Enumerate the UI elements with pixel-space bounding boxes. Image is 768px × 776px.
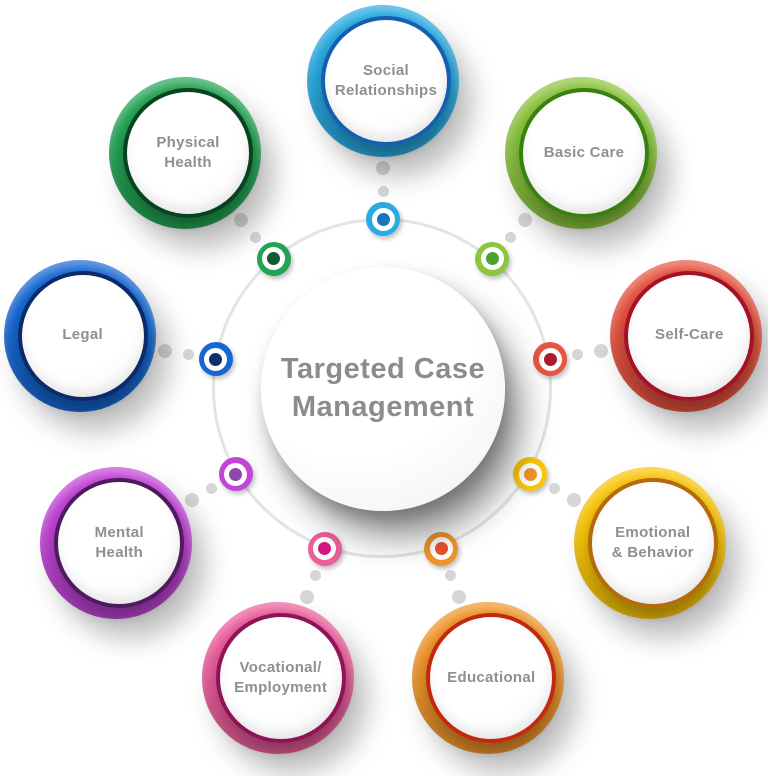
satellite-label-emotional-behavior: Emotional & Behavior <box>611 523 694 561</box>
satellite-label-social-relationships: Social Relationships <box>334 61 438 99</box>
satellite-label-vocational-employment: Vocational/ Employment <box>234 659 328 697</box>
node-dot-mental-health <box>229 467 243 481</box>
satellite-inner-mental-health: Mental Health <box>54 478 185 608</box>
node-ring-educational <box>429 537 453 561</box>
node-ring-basic-care <box>480 247 504 271</box>
node-ring-emotional-behavior <box>518 462 542 486</box>
node-legal <box>198 342 233 377</box>
satellite-inner-educational: Educational <box>426 613 557 744</box>
connector-dot <box>572 349 584 361</box>
satellite-inner-self-care: Self-Care <box>624 270 755 401</box>
connector-dot <box>504 231 516 243</box>
node-self-care <box>533 342 568 377</box>
connector-dot <box>182 349 194 361</box>
node-ring-vocational-employment <box>313 537 337 561</box>
satellite-inner-physical-health: Physical Health <box>123 88 254 219</box>
satellite-inner-vocational-employment: Vocational/ Employment <box>215 613 346 744</box>
node-dot-basic-care <box>485 252 499 266</box>
connector-dot <box>593 343 608 358</box>
connector-dot <box>184 492 199 507</box>
satellite-label-self-care: Self-Care <box>655 326 724 344</box>
connector-dot <box>567 492 582 507</box>
satellite-inner-emotional-behavior: Emotional & Behavior <box>587 478 718 608</box>
node-educational <box>424 531 459 566</box>
node-ring-self-care <box>538 347 562 371</box>
satellite-inner-social-relationships: Social Relationships <box>321 16 451 146</box>
node-basic-care <box>475 241 510 276</box>
node-vocational-employment <box>307 531 342 566</box>
node-social-relationships <box>366 202 400 236</box>
connector-dot <box>548 482 560 494</box>
node-mental-health <box>218 457 253 491</box>
satellite-label-basic-care: Basic Care <box>543 143 625 161</box>
connector-dot <box>376 161 390 175</box>
node-dot-vocational-employment <box>318 542 332 556</box>
node-dot-physical-health <box>267 252 281 266</box>
satellite-emotional-behavior: Emotional & Behavior <box>573 467 726 619</box>
satellite-physical-health: Physical Health <box>109 77 262 230</box>
connector-dot <box>233 212 248 227</box>
node-physical-health <box>256 241 291 276</box>
node-dot-social-relationships <box>376 212 390 226</box>
node-dot-emotional-behavior <box>523 467 537 481</box>
connector-dot <box>206 482 218 494</box>
satellite-vocational-employment: Vocational/ Employment <box>201 602 354 755</box>
node-ring-mental-health <box>224 462 248 486</box>
connector-dot <box>250 231 262 243</box>
satellite-inner-basic-care: Basic Care <box>518 88 649 219</box>
connector-dot <box>300 589 315 604</box>
node-emotional-behavior <box>513 457 548 491</box>
satellite-inner-legal: Legal <box>17 270 148 401</box>
connector-dot <box>451 589 466 604</box>
node-ring-physical-health <box>262 247 286 271</box>
satellite-label-physical-health: Physical Health <box>156 133 220 172</box>
satellite-label-legal: Legal <box>62 326 104 344</box>
node-ring-social-relationships <box>371 207 395 231</box>
node-dot-legal <box>209 352 223 366</box>
satellite-legal: Legal <box>3 259 156 412</box>
central-hub: Targeted Case Management <box>261 267 505 511</box>
satellite-label-mental-health: Mental Health <box>94 523 144 561</box>
satellite-social-relationships: Social Relationships <box>307 5 459 157</box>
satellite-mental-health: Mental Health <box>40 467 193 619</box>
connector-dot <box>158 343 173 358</box>
node-dot-educational <box>434 542 448 556</box>
satellite-label-educational: Educational <box>447 669 536 687</box>
node-ring-legal <box>204 347 228 371</box>
connector-dot <box>377 185 389 197</box>
connector-dot <box>518 212 533 227</box>
connector-dot <box>445 569 457 581</box>
satellite-self-care: Self-Care <box>610 259 763 412</box>
satellite-educational: Educational <box>412 602 565 755</box>
hub-title: Targeted Case Management <box>280 353 486 423</box>
connector-dot <box>309 569 321 581</box>
node-dot-self-care <box>543 352 557 366</box>
satellite-basic-care: Basic Care <box>504 77 657 230</box>
